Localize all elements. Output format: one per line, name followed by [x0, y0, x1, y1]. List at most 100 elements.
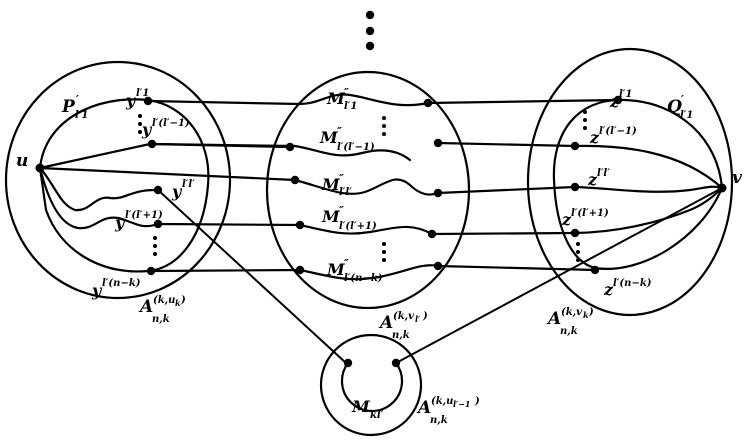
svg-text:l′(n−k): l′(n−k)	[102, 278, 141, 289]
svg-text:z: z	[603, 280, 614, 299]
svg-text:A: A	[378, 313, 393, 333]
bottom-inner-arc	[340, 361, 404, 413]
label-m-3: M ″ l′l′	[321, 172, 352, 198]
svg-text:): )	[474, 396, 480, 407]
edge-u-middle	[38, 166, 297, 182]
node-bottom-left	[343, 358, 353, 368]
subgraph-label-bottom: A (k,u l′−1 ) n,k	[416, 396, 480, 426]
middle-subgraph-circle	[265, 70, 471, 310]
node-z-2	[570, 141, 580, 151]
svg-text:M: M	[326, 260, 346, 279]
label-z-3: z l′l′	[587, 168, 610, 189]
edge-to-bottom-right	[395, 187, 723, 364]
svg-text:l′−1: l′−1	[453, 399, 470, 409]
node-m-3-left	[290, 175, 300, 185]
vertex-u-label: u	[16, 151, 28, 171]
vertex-u	[35, 163, 45, 173]
svg-text:A: A	[416, 398, 431, 418]
svg-text:l′1: l′1	[619, 89, 632, 100]
svg-text:n,k: n,k	[560, 326, 578, 337]
svg-text:(k,v: (k,v	[393, 311, 414, 322]
node-z-1	[613, 95, 623, 105]
wavy-path-to-yll1	[38, 166, 160, 230]
svg-text:l′l′: l′l′	[182, 179, 195, 190]
path-label-q: Q ′ l′1	[667, 93, 693, 121]
row-1-right	[426, 98, 620, 105]
svg-text:″: ″	[339, 172, 344, 185]
svg-text:): )	[180, 295, 186, 306]
path-label-p: P ′ l′1	[61, 93, 88, 121]
svg-text:z: z	[561, 210, 572, 229]
label-m-4: M ″ l′(l′+1)	[321, 204, 377, 232]
row-2-right	[436, 141, 577, 148]
label-y-1: y l′1	[125, 88, 149, 110]
svg-text:l′l′: l′l′	[597, 168, 610, 179]
node-m-5-right	[433, 261, 443, 271]
node-bottom-right	[391, 358, 401, 368]
edge-u-path	[38, 142, 292, 170]
svg-text:″: ″	[344, 257, 349, 270]
label-m-5: M ″ l′(n−k)	[326, 257, 383, 284]
svg-text:l′1: l′1	[75, 110, 88, 121]
middle-ellipsis-lower	[382, 242, 386, 262]
svg-text:″: ″	[339, 204, 344, 217]
label-y-2: y l′(l′−1)	[141, 118, 190, 139]
svg-text:z: z	[587, 170, 598, 189]
svg-text:′: ′	[76, 93, 79, 106]
top-ellipsis-dot	[365, 26, 375, 36]
right-ellipsis-upper	[583, 110, 587, 130]
middle-path-5	[298, 264, 440, 281]
middle-ellipsis-upper	[382, 116, 386, 136]
svg-text:y: y	[125, 91, 137, 110]
svg-text:Q: Q	[667, 97, 682, 117]
left-ellipsis-lower	[153, 236, 157, 256]
subgraph-label-middle: A (k,v l′ ) n,k	[378, 311, 428, 341]
right-path-2	[573, 144, 724, 190]
node-m-1-right	[423, 98, 433, 108]
svg-text:l′(l′+1): l′(l′+1)	[125, 210, 163, 221]
label-z-1: z l′1	[609, 89, 632, 111]
svg-text:l′1: l′1	[680, 110, 693, 121]
svg-text:l′(n−k): l′(n−k)	[344, 273, 383, 284]
node-z-5	[590, 265, 600, 275]
row-2-left	[150, 142, 297, 148]
node-m-2-right	[433, 138, 443, 148]
node-y-2	[147, 139, 157, 149]
left-inner-region	[38, 98, 210, 273]
svg-text:k: k	[583, 310, 589, 320]
middle-path-3	[293, 178, 440, 196]
node-y-3	[153, 185, 163, 195]
svg-text:y: y	[141, 120, 153, 139]
subgraph-label-right: A (k,v k ) n,k	[546, 307, 594, 337]
svg-text:″: ″	[337, 125, 342, 138]
middle-path-2	[293, 144, 412, 162]
left-subgraph-circle	[4, 60, 232, 300]
row-5-left	[149, 268, 302, 273]
row-4-right	[430, 231, 577, 236]
node-z-4	[570, 228, 580, 238]
svg-text:l′(l′+1): l′(l′+1)	[571, 208, 609, 219]
label-m-2: M ″ l′(l′−1)	[319, 125, 375, 153]
svg-text:l′l′: l′l′	[339, 187, 352, 198]
node-m-3-right	[433, 188, 443, 198]
svg-text:l′(n−k): l′(n−k)	[613, 278, 652, 289]
svg-text:″: ″	[344, 86, 349, 99]
svg-text:y: y	[171, 182, 183, 201]
row-3-right	[436, 185, 577, 195]
top-ellipsis-dot	[365, 41, 375, 51]
wavy-path-to-yll	[38, 166, 157, 212]
node-m-2-left	[285, 142, 295, 152]
right-inner-region	[552, 98, 724, 270]
label-z-5: z l′(n−k)	[603, 278, 652, 299]
svg-text:kl′: kl′	[370, 410, 384, 421]
right-path-4	[573, 186, 724, 235]
svg-text:n,k: n,k	[392, 330, 410, 341]
svg-text:l′(l′+1): l′(l′+1)	[339, 221, 377, 232]
svg-text:(k,v: (k,v	[561, 307, 582, 318]
node-m-4-left	[295, 220, 305, 230]
svg-text:l′(l′−1): l′(l′−1)	[152, 118, 190, 129]
svg-text:(k,u: (k,u	[153, 295, 175, 306]
vertex-v	[717, 183, 727, 193]
